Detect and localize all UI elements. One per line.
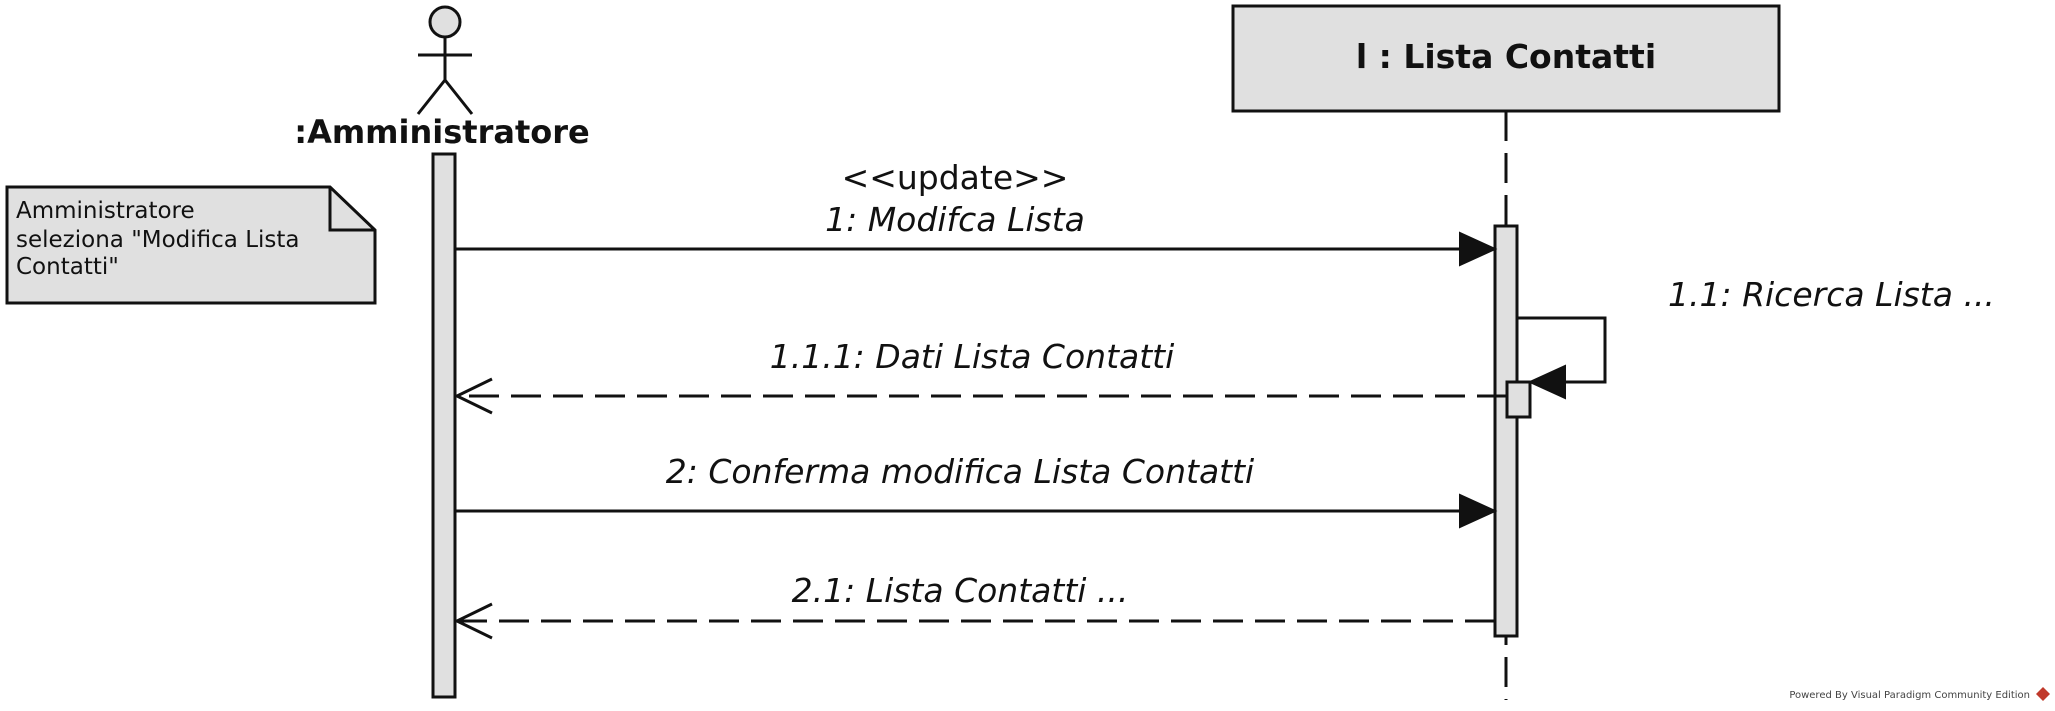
actor-name: :Amministratore — [294, 113, 589, 151]
message-1-arrowhead — [1459, 231, 1498, 267]
svg-text:seleziona "Modifica Lista: seleziona "Modifica Lista — [16, 227, 300, 253]
note: Amministratore seleziona "Modifica Lista… — [5, 185, 377, 305]
message-1-1-1-label: 1.1.1: Dati Lista Contatti — [770, 337, 1175, 376]
footer-text: Powered By Visual Paradigm Community Edi… — [1789, 690, 2030, 701]
note-line-2: seleziona "Modifica Lista — [16, 227, 300, 253]
nested-activation-bar — [1505, 380, 1532, 419]
message-1-1-arrowhead — [1527, 364, 1566, 400]
message-2-arrowhead — [1459, 493, 1498, 529]
actor-activation-bar — [431, 152, 457, 699]
lifeline-activation-bar — [1493, 224, 1519, 638]
message-1-1-1-arrowhead — [453, 377, 493, 415]
lifeline-header-box — [1231, 4, 1781, 113]
visual-paradigm-logo-icon — [2036, 687, 2050, 701]
svg-text:Contatti": Contatti" — [16, 254, 119, 280]
message-1-stereotype: <<update>> — [842, 158, 1069, 197]
svg-text:Amministratore: Amministratore — [16, 198, 195, 224]
message-2-1-arrowhead — [453, 602, 493, 640]
note-line-1: Amministratore — [16, 198, 195, 224]
message-1-1-line — [1517, 316, 1607, 384]
note-line-3: Contatti" — [16, 254, 119, 280]
lifeline-title: l : Lista Contatti — [1356, 37, 1656, 76]
actor-figure — [416, 5, 474, 115]
message-2-label: 2: Conferma modifica Lista Contatti — [666, 452, 1254, 491]
message-1-label: 1: Modifca Lista — [825, 200, 1085, 239]
message-2-1-label: 2.1: Lista Contatti ... — [792, 571, 1129, 610]
message-1-1-label: 1.1: Ricerca Lista ... — [1668, 275, 1995, 314]
